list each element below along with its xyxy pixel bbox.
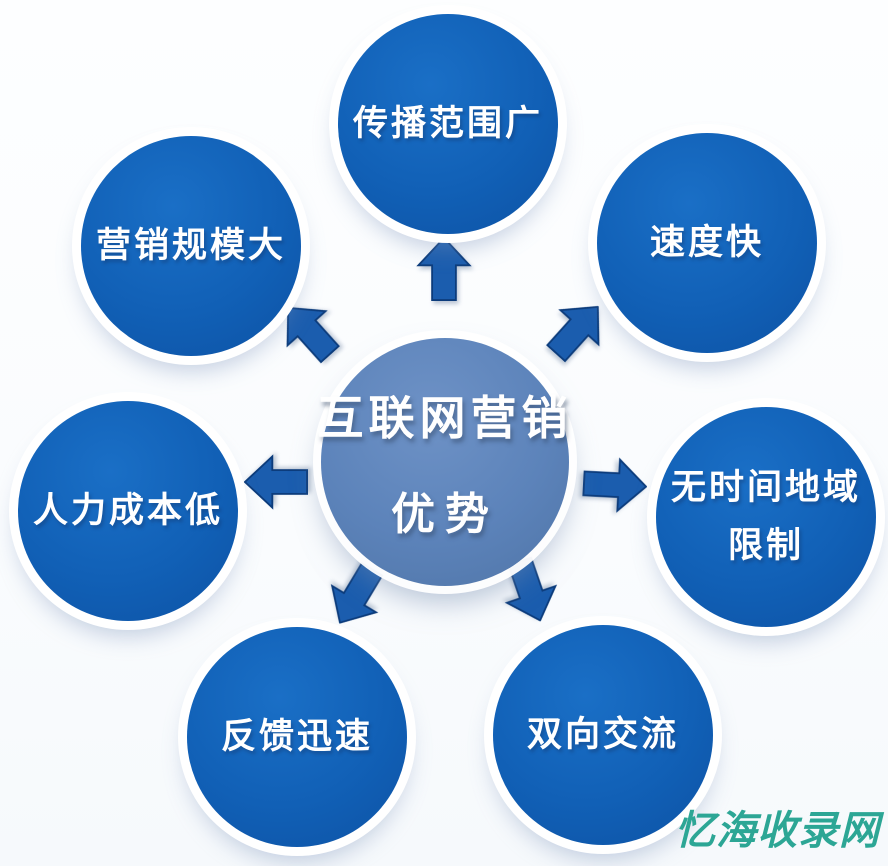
node-label: 双向交流 [526, 715, 679, 755]
node-label: 人力成本低 [32, 491, 223, 531]
center-node-internet-marketing-advantages: 互联网营销 优势 [318, 338, 569, 586]
node-label-line1: 无时间地域 [670, 468, 861, 508]
node-rapid-feedback: 反馈迅速 [187, 627, 407, 847]
node-label: 营销规模大 [95, 226, 286, 266]
arrow-down-left-icon [316, 554, 397, 638]
arrow-down-right-icon [493, 552, 567, 631]
node-wide-spread-range: 传播范围广 [338, 14, 558, 234]
node-no-time-geo-limit: 无时间地域 限制 [656, 407, 876, 627]
node-two-way-communication: 双向交流 [493, 625, 713, 845]
arrow-up-left-icon [267, 288, 351, 373]
node-large-marketing-scale: 营销规模大 [81, 136, 301, 356]
center-node-label-line1: 互联网营销 [317, 392, 573, 444]
node-label-line2: 限制 [727, 526, 804, 565]
arrow-right-icon [582, 455, 649, 514]
arrow-up-right-icon [535, 287, 619, 372]
node-label: 速度快 [649, 223, 764, 263]
node-label: 传播范围广 [352, 104, 543, 144]
node-label: 反馈迅速 [220, 717, 373, 757]
arrow-up-icon [416, 237, 472, 301]
node-low-labor-cost: 人力成本低 [18, 401, 238, 621]
arrow-left-icon [244, 454, 308, 510]
watermark-text: 忆海收录网 [675, 809, 880, 853]
center-node-label-line2: 优势 [391, 490, 499, 539]
node-fast-speed: 速度快 [597, 133, 817, 353]
